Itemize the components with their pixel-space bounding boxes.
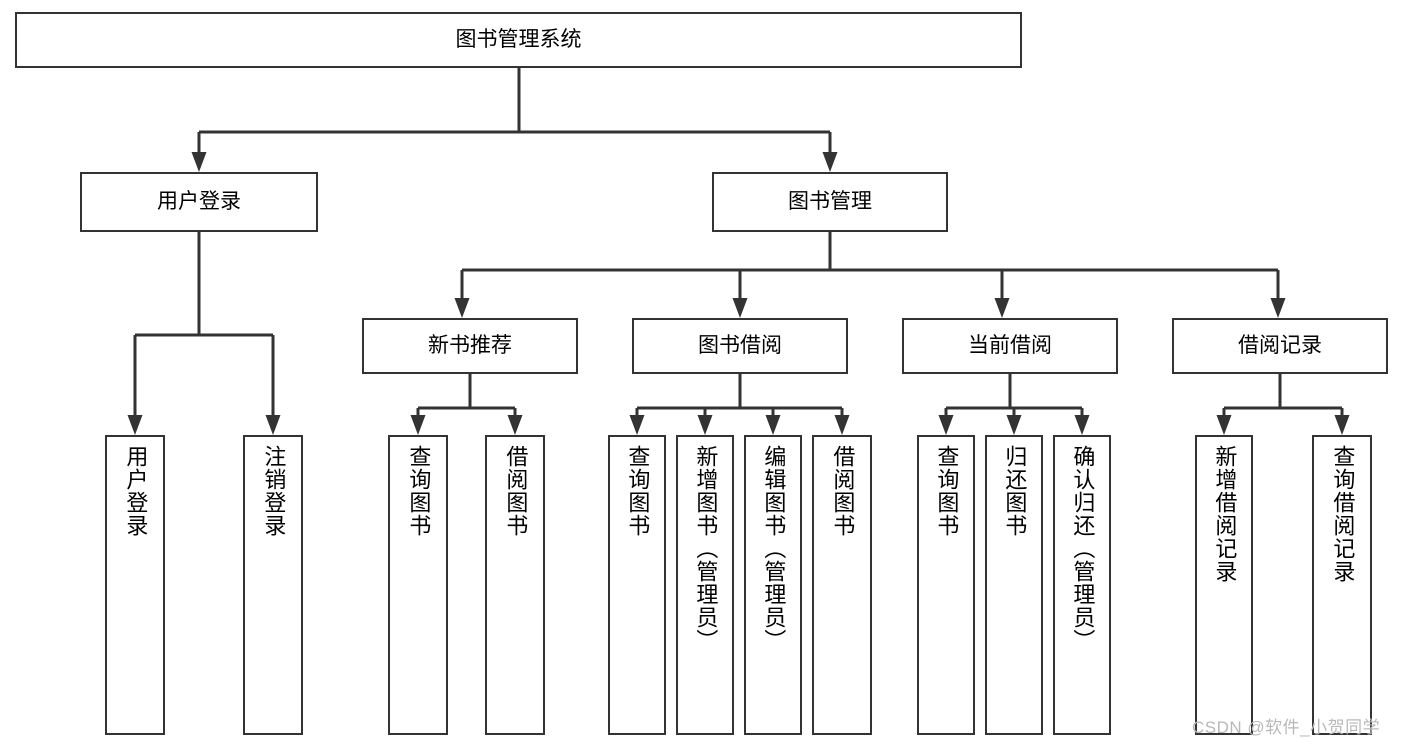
- arrowhead-book-manage-to-level3-2: [994, 298, 1010, 318]
- node-label-leaf-edit-book: 编辑图书（管理员）: [761, 445, 787, 652]
- arrowhead-user-login-to-leaves-0: [127, 415, 143, 435]
- arrowhead-current-to-leaves-1: [1006, 415, 1022, 435]
- node-current-borrow[interactable]: 当前借阅: [902, 318, 1118, 374]
- arrowhead-recommend-to-leaves-1: [507, 415, 523, 435]
- arrowhead-borrow-to-leaves-1: [697, 415, 713, 435]
- node-label-leaf-query-book-1: 查询图书: [406, 445, 432, 537]
- arrowhead-current-to-leaves-2: [1074, 415, 1090, 435]
- node-user-login[interactable]: 用户登录: [80, 172, 318, 232]
- node-book-borrow[interactable]: 图书借阅: [632, 318, 848, 374]
- node-leaf-edit-book[interactable]: 编辑图书（管理员）: [744, 435, 802, 735]
- node-leaf-logout[interactable]: 注销登录: [243, 435, 303, 735]
- node-leaf-query-book-2[interactable]: 查询图书: [608, 435, 666, 735]
- arrowhead-current-to-leaves-0: [938, 415, 954, 435]
- node-label-leaf-query-book-2: 查询图书: [625, 445, 651, 537]
- node-label-current-borrow: 当前借阅: [968, 334, 1052, 358]
- node-label-leaf-borrow-book-1: 借阅图书: [503, 445, 529, 537]
- arrowhead-book-manage-to-level3-3: [1270, 298, 1286, 318]
- node-label-leaf-query-record: 查询借阅记录: [1330, 445, 1356, 583]
- arrowhead-borrow-to-leaves-3: [834, 415, 850, 435]
- arrowhead-borrow-to-leaves-0: [629, 415, 645, 435]
- node-label-leaf-query-book-3: 查询图书: [934, 445, 960, 537]
- node-leaf-user-login[interactable]: 用户登录: [105, 435, 165, 735]
- node-label-leaf-add-record: 新增借阅记录: [1212, 445, 1238, 583]
- node-leaf-query-book-3[interactable]: 查询图书: [917, 435, 975, 735]
- arrowhead-borrow-to-leaves-2: [765, 415, 781, 435]
- arrowhead-record-to-leaves-1: [1334, 415, 1350, 435]
- arrowhead-root-to-level2-0: [191, 152, 207, 172]
- node-new-book-recommend[interactable]: 新书推荐: [362, 318, 578, 374]
- arrowhead-recommend-to-leaves-0: [410, 415, 426, 435]
- node-label-root: 图书管理系统: [455, 28, 582, 52]
- arrowhead-record-to-leaves-0: [1216, 415, 1232, 435]
- node-label-book-borrow: 图书借阅: [698, 334, 782, 358]
- node-label-leaf-borrow-book-2: 借阅图书: [830, 445, 856, 537]
- node-leaf-query-book-1[interactable]: 查询图书: [388, 435, 448, 735]
- node-leaf-query-record[interactable]: 查询借阅记录: [1312, 435, 1372, 735]
- node-leaf-borrow-book-2[interactable]: 借阅图书: [812, 435, 872, 735]
- node-label-user-login: 用户登录: [157, 190, 241, 214]
- node-leaf-add-book[interactable]: 新增图书（管理员）: [676, 435, 734, 735]
- node-label-leaf-confirm-return: 确认归还（管理员）: [1070, 445, 1096, 652]
- node-label-book-manage: 图书管理: [788, 190, 872, 214]
- node-label-leaf-user-login: 用户登录: [123, 445, 149, 537]
- node-leaf-return-book[interactable]: 归还图书: [985, 435, 1043, 735]
- node-label-leaf-add-book: 新增图书（管理员）: [693, 445, 719, 652]
- node-leaf-confirm-return[interactable]: 确认归还（管理员）: [1053, 435, 1111, 735]
- arrowhead-root-to-level2-1: [822, 152, 838, 172]
- node-leaf-borrow-book-1[interactable]: 借阅图书: [485, 435, 545, 735]
- node-label-borrow-record: 借阅记录: [1238, 334, 1322, 358]
- node-leaf-add-record[interactable]: 新增借阅记录: [1195, 435, 1253, 735]
- arrowhead-book-manage-to-level3-1: [732, 298, 748, 318]
- node-label-leaf-logout: 注销登录: [261, 445, 287, 537]
- node-label-new-book-recommend: 新书推荐: [428, 334, 512, 358]
- arrowhead-user-login-to-leaves-1: [265, 415, 281, 435]
- node-label-leaf-return-book: 归还图书: [1002, 445, 1028, 537]
- node-book-manage[interactable]: 图书管理: [712, 172, 948, 232]
- node-root[interactable]: 图书管理系统: [15, 12, 1022, 68]
- node-borrow-record[interactable]: 借阅记录: [1172, 318, 1388, 374]
- arrowhead-book-manage-to-level3-0: [454, 298, 470, 318]
